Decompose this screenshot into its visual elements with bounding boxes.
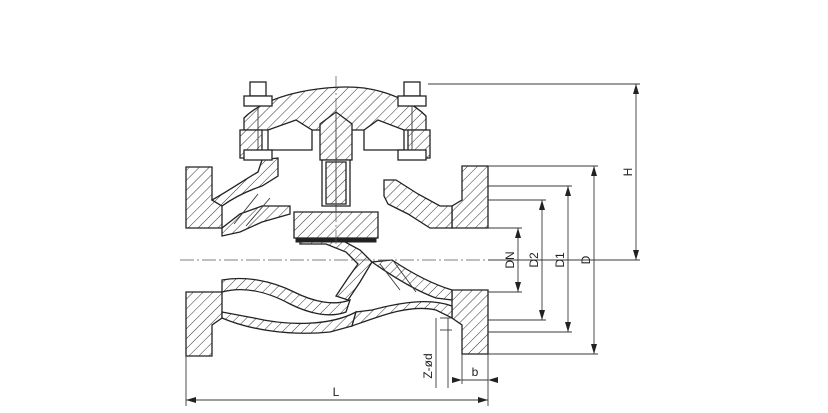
bonnet-bolt-left [243,81,273,161]
left-flange [185,166,223,357]
dim-label-L: L [333,385,340,399]
dimension-lines [185,83,640,406]
bonnet-bolt-right [397,81,427,161]
dim-label-Z-od: Z-ød [421,353,435,378]
dim-label-DN: DN [503,251,517,268]
dim-label-b: b [472,365,479,379]
dim-label-D1: D1 [553,252,567,268]
dim-label-H: H [621,168,635,177]
dim-label-D2: D2 [527,252,541,268]
dim-label-D: D [579,255,593,264]
valve-body [210,157,453,334]
